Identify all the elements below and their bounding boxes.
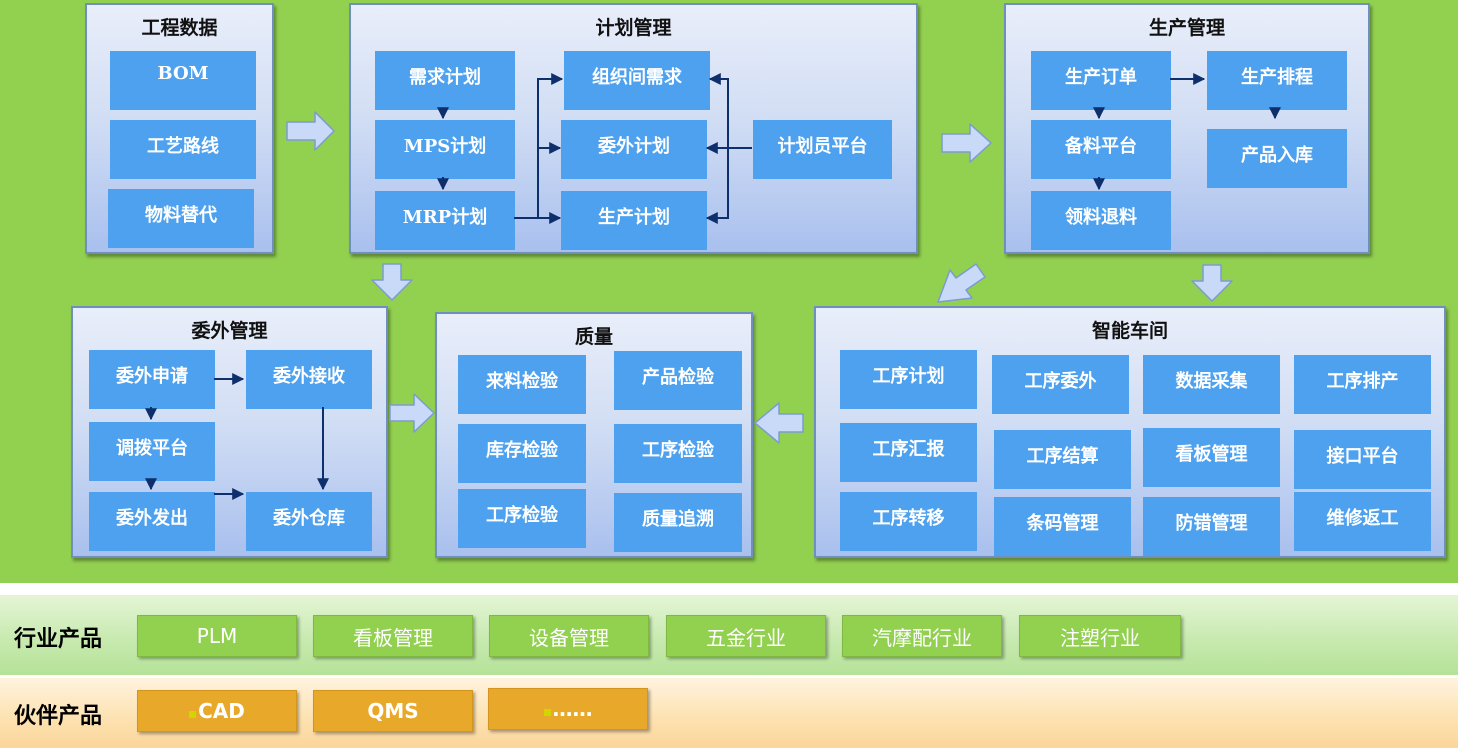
industry-product-injection-molding: 注塑行业 xyxy=(1019,615,1181,657)
product-warehousing-box: 产品入库 xyxy=(1207,129,1347,188)
engineering-data-title: 工程数据 xyxy=(141,17,218,39)
product-inspection-box: 产品检验 xyxy=(614,351,742,410)
outsource-dispatch-box: 委外发出 xyxy=(89,492,215,551)
production-panel: 生产管理 生产订单 生产排程 备料平台 产品入库 领料退料 xyxy=(1004,3,1370,254)
process-inspection-box-right: 工序检验 xyxy=(614,424,742,483)
partner-products-label: 伙伴产品 xyxy=(14,704,103,729)
engineering-data-panel: 工程数据 BOM 工艺路线 物料替代 xyxy=(85,3,274,254)
bullet-marker xyxy=(189,710,197,718)
mps-plan-box: MPS计划 xyxy=(375,120,515,179)
process-transfer-box: 工序转移 xyxy=(840,492,977,551)
planning-panel: 计划管理 需求计划 MPS计划 MRP计划 组织间需求 委外计划 生产计划 计划… xyxy=(349,3,918,254)
industry-product-auto-moto-parts: 汽摩配行业 xyxy=(842,615,1002,657)
demand-plan-box: 需求计划 xyxy=(375,51,515,110)
process-report-box: 工序汇报 xyxy=(840,423,977,482)
error-proofing-box: 防错管理 xyxy=(1143,497,1280,556)
partner-product-cad: CAD xyxy=(137,690,297,732)
process-outsource-box: 工序委外 xyxy=(992,355,1129,414)
quality-traceability-box: 质量追溯 xyxy=(614,493,742,552)
industry-product-equipment: 设备管理 xyxy=(489,615,649,657)
quality-title: 质量 xyxy=(574,326,613,348)
industry-products-band: 行业产品 PLM 看板管理 设备管理 五金行业 汽摩配行业 注塑行业 xyxy=(0,595,1458,675)
incoming-inspection-box: 来料检验 xyxy=(458,355,586,414)
material-issue-return-box: 领料退料 xyxy=(1031,191,1171,250)
planner-platform-box: 计划员平台 xyxy=(753,120,892,179)
bullet-marker xyxy=(543,708,551,716)
outsourcing-panel: 委外管理 委外申请 委外接收 调拨平台 委外发出 委外仓库 xyxy=(71,306,388,558)
process-settlement-box: 工序结算 xyxy=(994,430,1131,489)
material-substitute-box: 物料替代 xyxy=(108,189,254,248)
partner-product-more: …… xyxy=(488,688,648,730)
production-schedule-box: 生产排程 xyxy=(1207,51,1347,110)
partner-products-band: 伙伴产品 CAD QMS …… xyxy=(0,678,1458,748)
material-prep-platform-box: 备料平台 xyxy=(1031,120,1171,179)
outsource-receipt-box: 委外接收 xyxy=(246,350,372,409)
industry-product-kanban: 看板管理 xyxy=(313,615,473,657)
industry-products-label: 行业产品 xyxy=(14,627,103,652)
interface-platform-box: 接口平台 xyxy=(1294,430,1431,489)
production-title: 生产管理 xyxy=(1148,17,1225,39)
smart-workshop-title: 智能车间 xyxy=(1091,320,1168,342)
outsourcing-title: 委外管理 xyxy=(191,320,268,342)
outsource-request-box: 委外申请 xyxy=(89,350,215,409)
partner-product-more-label: …… xyxy=(552,697,593,721)
inventory-inspection-box: 库存检验 xyxy=(458,424,586,483)
partner-product-cad-label: CAD xyxy=(198,699,245,723)
mrp-plan-box: MRP计划 xyxy=(375,191,515,250)
process-inspection-box-left: 工序检验 xyxy=(458,489,586,548)
process-route-box: 工艺路线 xyxy=(110,120,256,179)
bom-box: BOM xyxy=(110,51,256,110)
repair-rework-box: 维修返工 xyxy=(1294,492,1431,551)
partner-product-qms: QMS xyxy=(313,690,473,732)
kanban-management-box: 看板管理 xyxy=(1143,428,1280,487)
production-order-box: 生产订单 xyxy=(1031,51,1171,110)
data-collection-box: 数据采集 xyxy=(1143,355,1280,414)
transfer-platform-box: 调拨平台 xyxy=(89,422,215,481)
production-plan-box: 生产计划 xyxy=(561,191,707,250)
process-plan-box: 工序计划 xyxy=(840,350,977,409)
quality-panel: 质量 来料检验 产品检验 库存检验 工序检验 工序检验 质量追溯 xyxy=(435,312,753,558)
smart-workshop-panel: 智能车间 工序计划 工序委外 数据采集 工序排产 工序汇报 工序结算 看板管理 … xyxy=(814,306,1446,558)
outsource-warehouse-box: 委外仓库 xyxy=(246,492,372,551)
outsource-plan-box: 委外计划 xyxy=(561,120,707,179)
industry-product-hardware: 五金行业 xyxy=(666,615,826,657)
planning-title: 计划管理 xyxy=(595,17,672,39)
process-scheduling-box: 工序排产 xyxy=(1294,355,1431,414)
industry-product-plm: PLM xyxy=(137,615,297,657)
inter-org-demand-box: 组织间需求 xyxy=(564,51,710,110)
barcode-management-box: 条码管理 xyxy=(994,497,1131,556)
